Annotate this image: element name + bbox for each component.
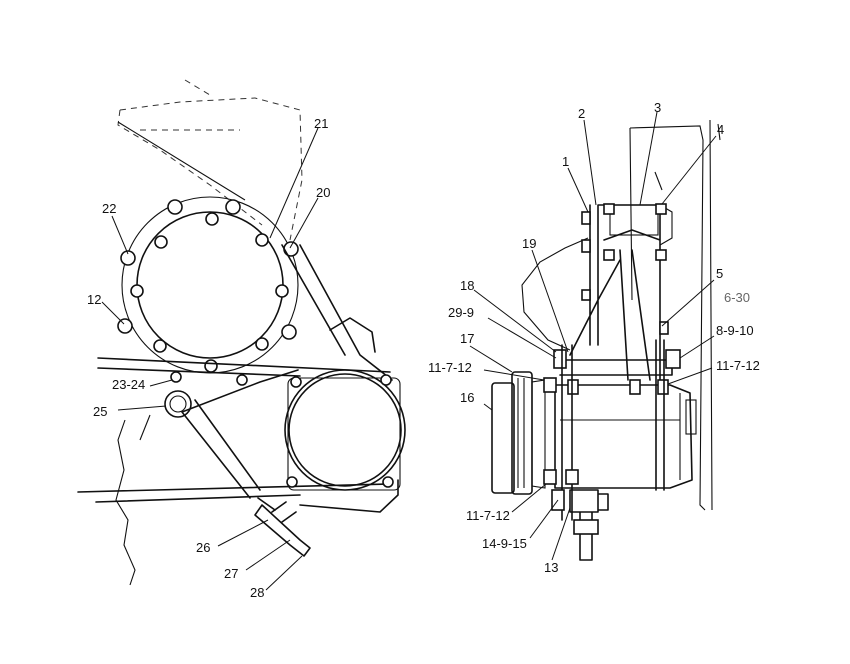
callout-23-24: 23-24 [112,377,145,392]
callout-16: 16 [460,390,474,405]
adjust-nut [573,519,599,535]
callout-11-7-12-left: 11-7-12 [428,360,472,375]
callout-26: 26 [196,540,210,555]
bracket-bolt-4 [603,203,615,215]
bracket-bolt-1 [581,211,591,225]
mount-bracket [181,244,393,499]
callout-6-30: 6-30 [724,290,750,305]
callout-27: 27 [224,566,238,581]
compressor-frame [287,377,401,491]
engine-wall [115,121,246,586]
idler-bolt [170,371,182,383]
callout-labels: 21 20 22 12 23-24 25 26 27 28 2 3 4 1 19… [87,100,760,600]
pulley-bolt [290,376,302,388]
pulley-grooves [517,378,546,489]
bolt-8-9-10 [665,349,681,369]
callout-1: 1 [562,154,569,169]
bolt-11-7-12-a [543,377,557,393]
callout-4: 4 [717,122,724,137]
callout-21: 21 [314,116,328,131]
bracket-bolt-5 [603,249,615,261]
callout-22: 22 [102,201,116,216]
bolt-11-7-12-b2 [657,379,669,395]
callout-2: 2 [578,106,585,121]
idler-pulley-inner [169,395,187,413]
bolt-11-7-12-c2 [565,469,579,485]
callout-8-9-10: 8-9-10 [716,323,754,338]
front-view [77,79,406,586]
callout-3: 3 [654,100,661,115]
bracket-post-right [655,339,665,491]
compressor-pulley-inner [288,373,402,487]
compressor-shell-line [560,393,681,480]
housing-bolts [117,199,299,373]
bolt-11-7-12-b [629,379,641,395]
callout-28: 28 [250,585,264,600]
engine-outline [117,79,303,241]
callout-13: 13 [544,560,558,575]
callout-5: 5 [716,266,723,281]
callout-14-9-15: 14-9-15 [482,536,527,551]
callout-12: 12 [87,292,101,307]
callout-11-7-12-bottom: 11-7-12 [466,508,510,523]
compressor-cap [685,399,697,435]
compressor-pulley-outer [284,369,406,491]
adjust-rod-13 [569,489,609,561]
idler-bolt [236,374,248,386]
bracket-bolt-8 [659,321,669,335]
idler-pulley-outer [164,390,192,418]
callout-29-9: 29-9 [448,305,474,320]
bracket-bolt-3 [581,289,591,301]
callout-17: 17 [460,331,474,346]
engine-side-wall [629,119,721,511]
bracket-top-block [609,204,659,236]
clutch-pulley-16 [491,382,515,494]
callout-20: 20 [316,185,330,200]
cover-outline [521,237,589,351]
pulley-bolt [380,374,392,386]
clutch-plate-17 [511,371,533,495]
bracket-bolt-6 [655,203,667,215]
bolt-11-7-12-c [543,469,557,485]
callout-18: 18 [460,278,474,293]
bolt-11-7-12-a2 [567,379,579,395]
bolt-18 [553,349,567,369]
callout-19: 19 [522,236,536,251]
callout-11-7-12-right: 11-7-12 [716,358,760,373]
pulley-bolt [382,476,394,488]
bracket-bolt-7 [655,249,667,261]
compressor-body [554,384,693,489]
leader-lines [101,111,717,591]
callout-25: 25 [93,404,107,419]
pulley-bolt [286,476,298,488]
bracket-bolt-2 [581,239,591,253]
lower-bracket [257,479,399,513]
adjusting-bolt [254,501,311,557]
